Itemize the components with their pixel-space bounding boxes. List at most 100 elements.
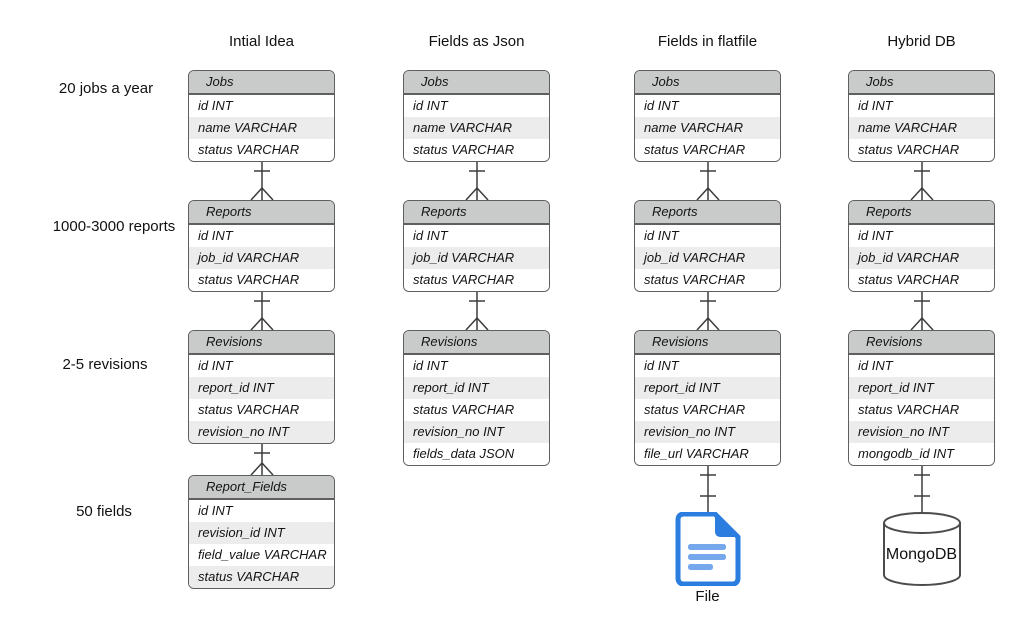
table-row: job_id VARCHAR <box>189 247 334 269</box>
table-row: fields_data JSON <box>404 443 549 465</box>
table-header: Jobs <box>635 71 780 95</box>
column-title: Intial Idea <box>228 33 295 50</box>
table-row: status VARCHAR <box>635 139 780 161</box>
table-row: name VARCHAR <box>635 117 780 139</box>
table-row: name VARCHAR <box>189 117 334 139</box>
connector-one-one <box>688 466 728 512</box>
connector-one-many <box>902 292 942 331</box>
table-row: id INT <box>849 355 994 377</box>
table-row: id INT <box>404 355 549 377</box>
table-row: report_id INT <box>635 377 780 399</box>
table-row: revision_no INT <box>635 421 780 443</box>
table-row: field_value VARCHAR <box>189 544 334 566</box>
table-header: Revisions <box>404 331 549 355</box>
table-row: revision_no INT <box>404 421 549 443</box>
table-row: id INT <box>849 95 994 117</box>
table-row: status VARCHAR <box>849 269 994 291</box>
table-row: id INT <box>189 225 334 247</box>
file-icon <box>675 511 740 587</box>
annotation-fields-count: 50 fields <box>76 503 132 520</box>
connector-one-many <box>688 162 728 201</box>
annotation-reports-count: 1000-3000 reports <box>52 218 176 235</box>
table-header: Revisions <box>635 331 780 355</box>
connector-one-many <box>242 292 282 331</box>
table-header: Jobs <box>404 71 549 95</box>
table-row: id INT <box>635 95 780 117</box>
mongodb-terminal: MongoDB <box>882 511 962 587</box>
table-header: Reports <box>635 201 780 225</box>
table-header: Reports <box>189 201 334 225</box>
table-row: name VARCHAR <box>404 117 549 139</box>
table-row: status VARCHAR <box>404 399 549 421</box>
connector-one-many <box>902 162 942 201</box>
table-row: revision_no INT <box>849 421 994 443</box>
table-row: revision_id INT <box>189 522 334 544</box>
table-row: id INT <box>635 225 780 247</box>
connector-one-many <box>457 292 497 331</box>
table-row: file_url VARCHAR <box>635 443 780 465</box>
table-header: Revisions <box>189 331 334 355</box>
table-row: job_id VARCHAR <box>849 247 994 269</box>
table-header: Jobs <box>189 71 334 95</box>
table-row: id INT <box>189 500 334 522</box>
table-row: report_id INT <box>849 377 994 399</box>
table-row: status VARCHAR <box>189 399 334 421</box>
table-row: id INT <box>404 225 549 247</box>
terminal-label: MongoDB <box>885 546 958 563</box>
table-row: id INT <box>189 95 334 117</box>
table-row: status VARCHAR <box>635 399 780 421</box>
connector-one-many <box>688 292 728 331</box>
table-row: report_id INT <box>189 377 334 399</box>
terminal-label: File <box>695 588 720 605</box>
column-title: Hybrid DB <box>887 33 956 50</box>
file-terminal <box>672 511 744 587</box>
table-header: Report_Fields <box>189 476 334 500</box>
connector-one-one <box>902 466 942 512</box>
table-row: id INT <box>404 95 549 117</box>
column-title: Fields as Json <box>428 33 525 50</box>
table-row: status VARCHAR <box>849 399 994 421</box>
table-row: job_id VARCHAR <box>404 247 549 269</box>
column-title: Fields in flatfile <box>657 33 758 50</box>
connector-one-many <box>457 162 497 201</box>
table-row: status VARCHAR <box>404 269 549 291</box>
table-row: status VARCHAR <box>189 566 334 588</box>
table-row: status VARCHAR <box>635 269 780 291</box>
table-header: Reports <box>404 201 549 225</box>
table-row: status VARCHAR <box>189 269 334 291</box>
database-cylinder-icon <box>882 511 961 587</box>
table-header: Revisions <box>849 331 994 355</box>
annotation-revisions-count: 2-5 revisions <box>62 356 148 373</box>
connector-one-many <box>242 162 282 201</box>
table-row: status VARCHAR <box>849 139 994 161</box>
annotation-jobs-count: 20 jobs a year <box>58 80 154 97</box>
table-header: Jobs <box>849 71 994 95</box>
table-row: revision_no INT <box>189 421 334 443</box>
table-row: mongodb_id INT <box>849 443 994 465</box>
table-row: report_id INT <box>404 377 549 399</box>
table-row: id INT <box>189 355 334 377</box>
table-row: job_id VARCHAR <box>635 247 780 269</box>
table-row: name VARCHAR <box>849 117 994 139</box>
table-row: id INT <box>635 355 780 377</box>
table-row: id INT <box>849 225 994 247</box>
table-row: status VARCHAR <box>404 139 549 161</box>
